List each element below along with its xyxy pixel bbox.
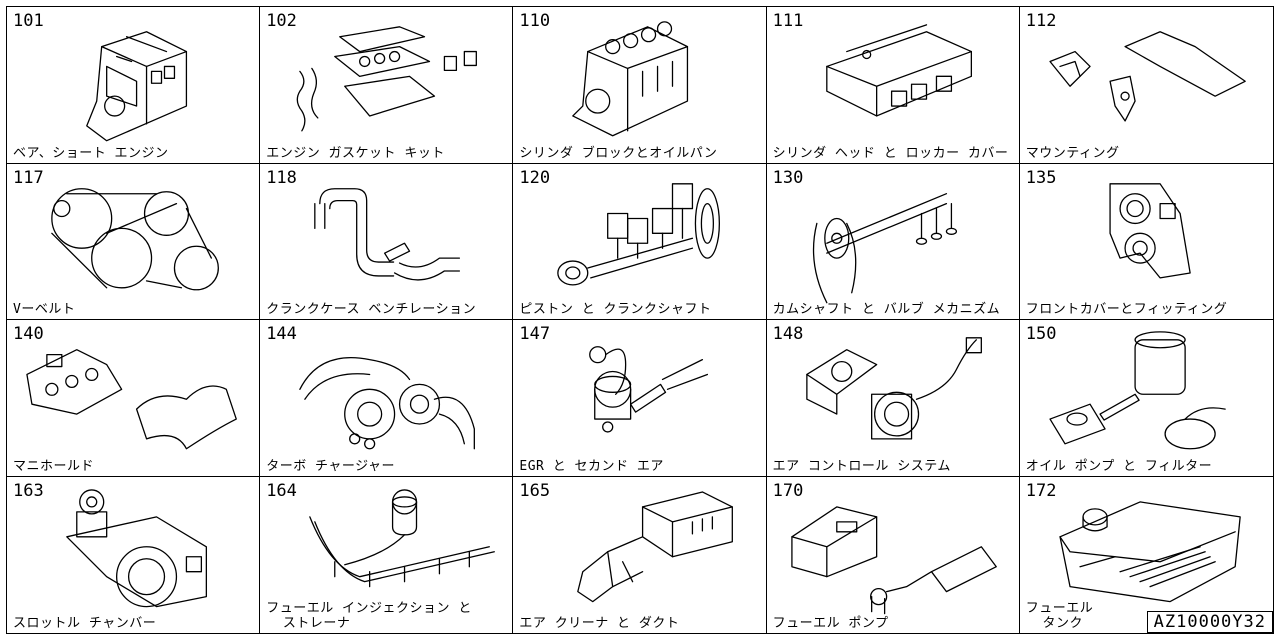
section-number: 130 <box>772 167 804 188</box>
cylinder-block-icon <box>572 21 689 137</box>
section-label: カムシャフト と バルブ メカニズム <box>772 302 1001 317</box>
piston-crankshaft-icon <box>557 182 721 285</box>
section-number: 165 <box>519 480 551 501</box>
section-number: 172 <box>1025 480 1057 501</box>
section-135[interactable]: 135 フロントカバーとフィッティング <box>1019 163 1273 320</box>
turbocharger-icon <box>299 356 476 450</box>
section-label: クランクケース ベンチレーション <box>266 302 477 317</box>
section-140[interactable]: 140 マニホールド <box>7 320 261 477</box>
air-cleaner-duct-icon <box>577 490 734 602</box>
section-number: 110 <box>519 11 551 31</box>
section-118[interactable]: 118 クランクケース ベンチレーション <box>260 163 514 320</box>
catalog-code: AZ10000Y32 <box>1146 611 1273 633</box>
section-112[interactable]: 112 マウンティング <box>1019 7 1273 164</box>
section-label: エア クリーナ と ダクト <box>519 616 680 631</box>
section-number: 135 <box>1025 167 1057 188</box>
section-102[interactable]: 102 エンジン ガスケット キット <box>260 7 514 164</box>
section-number: 118 <box>266 167 297 188</box>
section-label: ターボ チャージャー <box>266 458 395 474</box>
camshaft-valve-icon <box>812 192 957 303</box>
section-label: シリンダ ブロックとオイルパン <box>519 145 718 161</box>
section-172[interactable]: 172 フューエル タンク <box>1019 476 1273 633</box>
gasket-kit-icon <box>296 26 478 132</box>
section-111[interactable]: 111 シリンダ ヘッド と ロッカー カバー <box>766 7 1020 164</box>
section-number: 170 <box>772 480 804 501</box>
section-label: マウンティング <box>1025 145 1120 161</box>
section-label: シリンダ ヘッド と ロッカー カバー <box>772 145 1009 161</box>
manifold-icon <box>26 349 237 450</box>
section-number: 140 <box>13 324 44 344</box>
short-block-engine-icon <box>86 31 188 142</box>
section-label: オイル ポンプ と フィルター <box>1025 458 1213 474</box>
section-120[interactable]: 120 ピストン と クランクシャフト <box>513 163 767 320</box>
section-number: 101 <box>13 11 44 31</box>
v-belt-icon <box>51 187 219 290</box>
parts-catalog-grid: 101 ベア、ショート エンジン 102 エンジン ガスケット キット 110 シリンダ … <box>6 6 1274 634</box>
air-control-valve-icon <box>805 337 982 440</box>
fuel-pump-icon <box>790 505 997 614</box>
section-label: エア コントロール システム <box>772 458 951 474</box>
section-label: スロットル チャンバー <box>13 616 157 631</box>
fuel-injection-icon <box>309 488 496 587</box>
section-label: ピストン と クランクシャフト <box>519 302 712 317</box>
section-number: 144 <box>266 324 297 344</box>
section-label: エンジン ガスケット キット <box>266 145 445 161</box>
section-144[interactable]: 144 ターボ チャージャー <box>260 320 514 477</box>
section-130[interactable]: 130 カムシャフト と バルブ メカニズム <box>766 163 1020 320</box>
section-163[interactable]: 163 スロットル チャンバー <box>7 476 261 633</box>
section-number: 111 <box>772 11 804 31</box>
section-170[interactable]: 170 フューエル ポンプ <box>766 476 1020 633</box>
front-cover-icon <box>1109 182 1191 279</box>
section-number: 148 <box>772 324 804 344</box>
fuel-tank-icon <box>1059 500 1241 602</box>
section-101[interactable]: 101 ベア、ショート エンジン <box>7 7 261 164</box>
section-150[interactable]: 150 オイル ポンプ と フィルター <box>1019 320 1273 477</box>
section-label: フューエル インジェクション と ストレーナ <box>266 601 472 631</box>
section-label: マニホールド <box>13 458 95 474</box>
section-label: ベア、ショート エンジン <box>13 145 169 161</box>
section-label: フロントカバーとフィッティング <box>1025 302 1228 317</box>
section-number: 120 <box>519 167 551 188</box>
throttle-chamber-icon <box>66 488 208 607</box>
section-number: 102 <box>266 11 297 31</box>
oil-pump-filter-icon <box>1049 331 1226 450</box>
section-label: Vーベルト <box>13 302 76 317</box>
section-label: フューエル タンク <box>1025 601 1094 631</box>
section-148[interactable]: 148 エア コントロール システム <box>766 320 1020 477</box>
section-number: 150 <box>1025 324 1057 344</box>
crankcase-ventilation-icon <box>314 187 461 281</box>
section-number: 147 <box>519 324 551 344</box>
egr-valve-icon <box>589 346 709 433</box>
section-165[interactable]: 165 エア クリーナ と ダクト <box>513 476 767 633</box>
section-number: 117 <box>13 167 44 188</box>
section-number: 163 <box>13 480 44 501</box>
cylinder-head-icon <box>825 24 972 117</box>
section-110[interactable]: 110 シリンダ ブロックとオイルパン <box>513 7 767 164</box>
engine-mounting-icon <box>1049 31 1246 122</box>
section-number: 164 <box>266 480 297 501</box>
section-number: 112 <box>1025 11 1057 31</box>
section-label: EGR と セカンド エア <box>519 458 664 474</box>
section-label: フューエル ポンプ <box>772 616 889 631</box>
section-164[interactable]: 164 フューエル インジェクション と ストレーナ <box>260 476 514 633</box>
